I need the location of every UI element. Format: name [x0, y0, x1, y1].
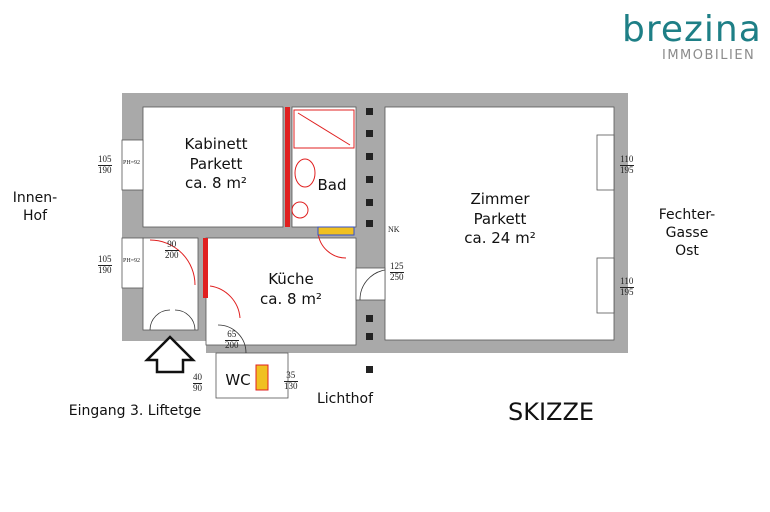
- sketch-title: SKIZZE: [508, 398, 595, 426]
- entrance-arrow-icon: [143, 335, 197, 374]
- dim-value: 195: [620, 286, 634, 297]
- room-label-wc: WC: [225, 371, 251, 389]
- logo-word: brezina: [622, 9, 762, 50]
- room-label-bad: Bad: [317, 176, 347, 194]
- dim-value: 250: [390, 271, 404, 282]
- windows: [121, 134, 615, 314]
- dim-value: 40: [193, 372, 202, 384]
- label-innenhof: Innen- Hof: [12, 190, 58, 225]
- dim-value: 110: [620, 154, 634, 166]
- label-nk: NK: [388, 225, 400, 234]
- dim-value: 90: [165, 239, 179, 251]
- dim-value: 200: [225, 339, 239, 350]
- pillars: [366, 108, 373, 373]
- dim-value: 195: [620, 164, 634, 175]
- dim-value: 200: [165, 249, 179, 260]
- label-fechtergasse: Fechter- Gasse Ost: [658, 207, 716, 260]
- brezina-logo: brezina IMMOBILIEN: [622, 9, 762, 64]
- label-ph-top: PH=92: [123, 160, 141, 166]
- label-ph-bottom: PH=92: [123, 258, 141, 264]
- dim-value: 125: [390, 261, 404, 273]
- label-lichthof: Lichthof: [316, 391, 374, 407]
- rooms-interior: [142, 106, 615, 399]
- dim-value: 105: [98, 254, 112, 266]
- room-label-kabinett: Kabinett Parkett ca. 8 m²: [184, 135, 248, 192]
- room-label-kueche: Küche ca. 8 m²: [260, 270, 322, 308]
- doors: [149, 269, 386, 354]
- sanitary-fixtures: [149, 109, 355, 391]
- dim-value: 105: [98, 154, 112, 166]
- dim-value: 110: [620, 276, 634, 288]
- logo-sub: IMMOBILIEN: [662, 48, 756, 63]
- dim-value: 190: [98, 264, 112, 275]
- dim-value: 90: [193, 382, 202, 393]
- dim-value: 190: [98, 164, 112, 175]
- dim-value: 65: [225, 329, 239, 341]
- new-walls: [203, 107, 290, 298]
- dim-value: 35: [284, 370, 298, 382]
- dim-value: 130: [284, 380, 298, 391]
- room-label-zimmer: Zimmer Parkett ca. 24 m²: [464, 190, 536, 247]
- label-eingang: Eingang 3. Liftetge: [68, 403, 202, 419]
